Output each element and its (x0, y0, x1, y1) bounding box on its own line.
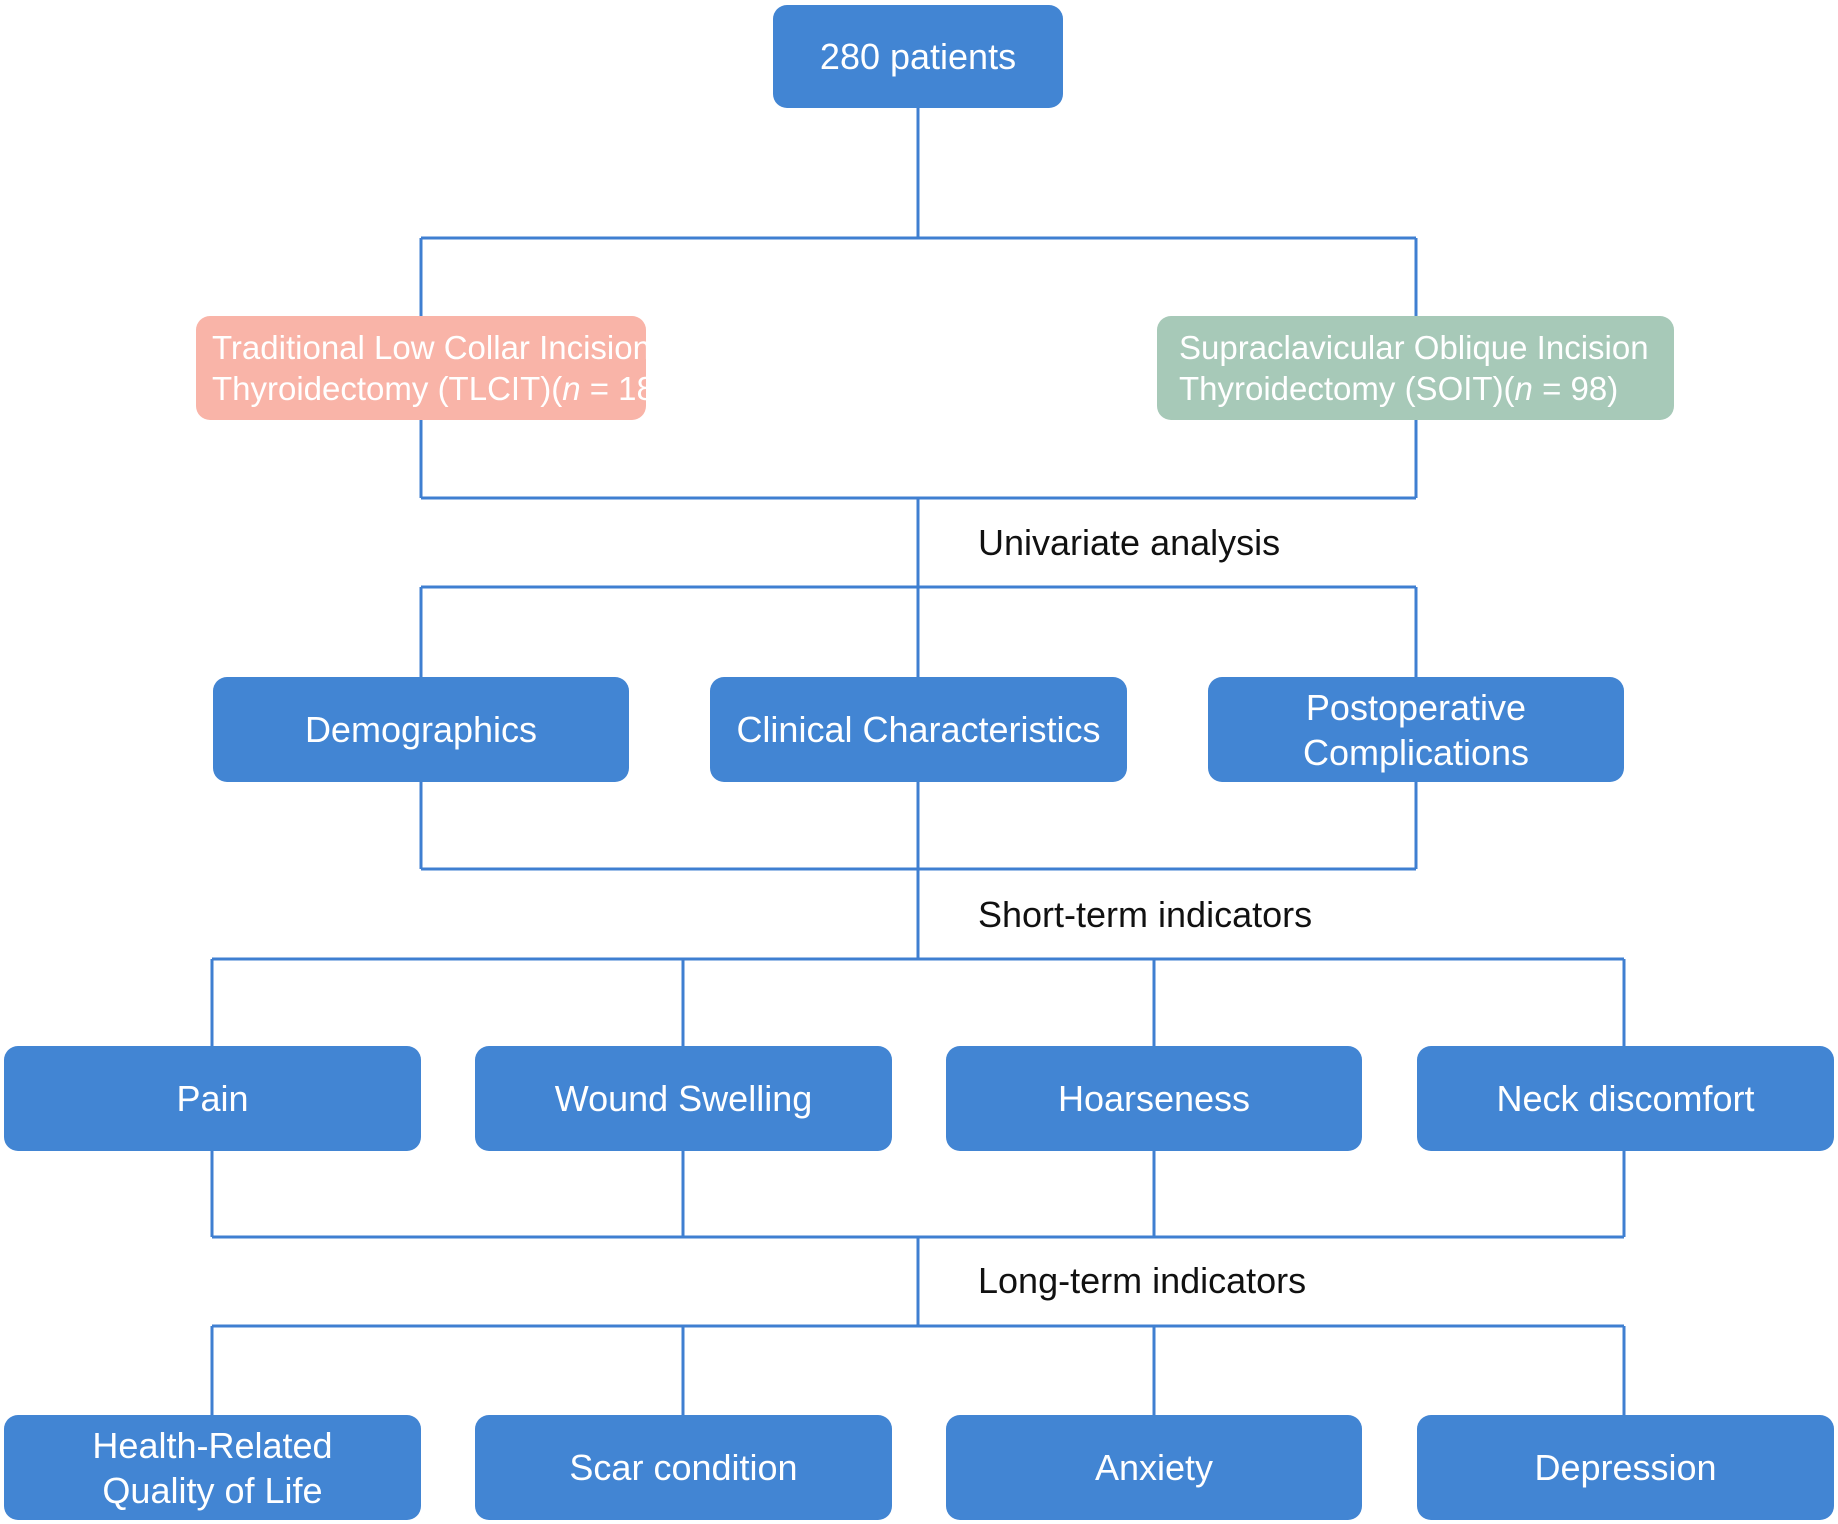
node-postoperative-complications: Postoperative Complications (1208, 677, 1624, 782)
hrqol-line2: Quality of Life (102, 1469, 323, 1511)
node-neck-discomfort: Neck discomfort (1417, 1046, 1834, 1151)
node-wound-swelling: Wound Swelling (475, 1046, 892, 1151)
node-anxiety-text: Anxiety (1094, 1447, 1214, 1488)
postop-line1: Postoperative (1305, 686, 1527, 728)
label-long-term-indicators: Long-term indicators (978, 1260, 1307, 1301)
node-neck-discomfort-text: Neck discomfort (1496, 1078, 1755, 1119)
soit-n: n (1514, 370, 1533, 407)
node-280-patients-text: 280 patients (819, 36, 1017, 77)
node-clinical-characteristics: Clinical Characteristics (710, 677, 1127, 782)
node-anxiety: Anxiety (946, 1415, 1362, 1520)
node-wound-swelling-text: Wound Swelling (554, 1078, 813, 1119)
node-tlcit-group: Traditional Low Collar Incision Thyroide… (196, 316, 684, 420)
node-280-patients: 280 patients (773, 5, 1063, 108)
tlcit-line2-a: Thyroidectomy (TLCIT)( (212, 370, 563, 407)
node-pain-text: Pain (176, 1078, 249, 1119)
soit-line2-b: = 98) (1532, 370, 1619, 407)
soit-line2: Thyroidectomy (SOIT)(n = 98) (1179, 368, 1649, 409)
node-scar-condition: Scar condition (475, 1415, 892, 1520)
soit-line1: Supraclavicular Oblique Incision (1179, 328, 1649, 366)
tlcit-line2-b: = 182) (580, 370, 685, 407)
hrqol-line1: Health-Related (92, 1424, 333, 1466)
node-demographics: Demographics (213, 677, 629, 782)
node-hoarseness: Hoarseness (946, 1046, 1362, 1151)
node-hoarseness-text: Hoarseness (1057, 1078, 1251, 1119)
label-univariate-analysis: Univariate analysis (978, 522, 1281, 563)
node-depression-text: Depression (1534, 1447, 1717, 1488)
tlcit-n: n (562, 370, 581, 407)
tlcit-line1: Traditional Low Collar Incision (212, 328, 651, 366)
node-scar-condition-text: Scar condition (569, 1447, 798, 1488)
node-depression: Depression (1417, 1415, 1834, 1520)
node-clinical-characteristics-text: Clinical Characteristics (736, 709, 1101, 750)
node-demographics-text: Demographics (304, 709, 538, 750)
soit-line2-a: Thyroidectomy (SOIT)( (1179, 370, 1515, 407)
postop-line2: Complications (1302, 731, 1530, 773)
tlcit-line2: Thyroidectomy (TLCIT)(n = 182) (212, 368, 684, 409)
label-short-term-indicators: Short-term indicators (978, 894, 1313, 935)
node-pain: Pain (4, 1046, 421, 1151)
node-health-related-quality-of-life: Health-Related Quality of Life (4, 1415, 421, 1520)
node-soit-group: Supraclavicular Oblique Incision Thyroid… (1157, 316, 1674, 420)
